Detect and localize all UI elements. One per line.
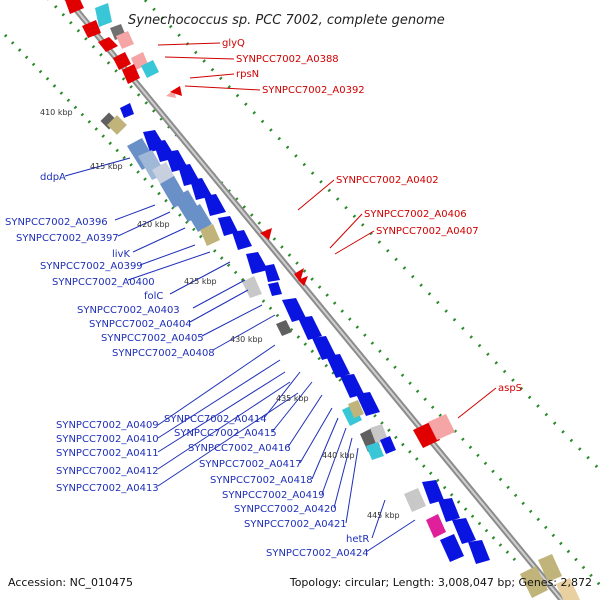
reverse-genes: [100, 103, 580, 600]
genome-backbone-highlight: [66, 0, 564, 600]
gene-label-A0396: SYNPCC7002_A0396: [5, 217, 108, 228]
kbp-tick-430: 430 kbp: [230, 335, 263, 344]
gene-label-hetR: hetR: [346, 534, 369, 545]
gene-label-A0406: SYNPCC7002_A0406: [364, 209, 467, 220]
gene-label-A0413: SYNPCC7002_A0413: [56, 483, 159, 494]
kbp-tick-425: 425 kbp: [184, 277, 217, 286]
gene-label-A0405: SYNPCC7002_A0405: [101, 333, 204, 344]
gene-label-A0410: SYNPCC7002_A0410: [56, 434, 159, 445]
gene-label-A0414: SYNPCC7002_A0414: [164, 414, 267, 425]
gene-label-A0415: SYNPCC7002_A0415: [174, 428, 277, 439]
gene-label-A0392: SYNPCC7002_A0392: [262, 85, 365, 96]
gene-label-A0408: SYNPCC7002_A0408: [112, 348, 215, 359]
kbp-tick-415: 415 kbp: [90, 162, 123, 171]
gene-label-ddpA: ddpA: [40, 172, 66, 183]
gene-label-A0388: SYNPCC7002_A0388: [236, 54, 339, 65]
gene-label-A0419: SYNPCC7002_A0419: [222, 490, 325, 501]
gene-label-A0404: SYNPCC7002_A0404: [89, 319, 192, 330]
kbp-tick-410: 410 kbp: [40, 108, 73, 117]
gc-track-inner: [3, 33, 517, 562]
kbp-tick-435: 435 kbp: [276, 394, 309, 403]
gene-label-rpsN: rpsN: [236, 69, 259, 80]
gene-label-A0418: SYNPCC7002_A0418: [210, 475, 313, 486]
gene-label-folC: folC: [144, 291, 163, 302]
gene-label-A0397: SYNPCC7002_A0397: [16, 233, 119, 244]
gene-label-aspS: aspS: [498, 383, 522, 394]
gene-label-A0400: SYNPCC7002_A0400: [52, 277, 155, 288]
gc-track-outer: [143, 0, 600, 472]
gene-label-livK: livK: [112, 249, 130, 260]
red-leader-lines: [157, 42, 497, 419]
kbp-tick-440: 440 kbp: [322, 451, 355, 460]
gene-label-A0421: SYNPCC7002_A0421: [244, 519, 347, 530]
topology-text: Topology: circular; Length: 3,008,047 bp…: [289, 576, 592, 589]
gene-label-A0409: SYNPCC7002_A0409: [56, 420, 159, 431]
gene-label-A0417: SYNPCC7002_A0417: [199, 459, 302, 470]
gene-label-A0424: SYNPCC7002_A0424: [266, 548, 369, 559]
gene-label-A0412: SYNPCC7002_A0412: [56, 466, 159, 477]
gene-label-A0399: SYNPCC7002_A0399: [40, 261, 143, 272]
gene-label-A0420: SYNPCC7002_A0420: [234, 504, 337, 515]
gene-label-A0403: SYNPCC7002_A0403: [77, 305, 180, 316]
gene-label-A0402: SYNPCC7002_A0402: [336, 175, 439, 186]
kbp-tick-420: 420 kbp: [137, 220, 170, 229]
gene-label-A0407: SYNPCC7002_A0407: [376, 226, 479, 237]
gene-label-A0411: SYNPCC7002_A0411: [56, 448, 159, 459]
blue-leader-lines: [64, 157, 416, 553]
gene-label-A0416: SYNPCC7002_A0416: [188, 443, 291, 454]
genome-title: Synechococcus sp. PCC 7002, complete gen…: [128, 13, 445, 28]
gc-track-mid: [47, 0, 600, 587]
accession-text: Accession: NC_010475: [8, 576, 133, 589]
gene-label-glyQ: glyQ: [222, 38, 245, 49]
kbp-tick-445: 445 kbp: [367, 511, 400, 520]
forward-genes: [65, 0, 455, 448]
